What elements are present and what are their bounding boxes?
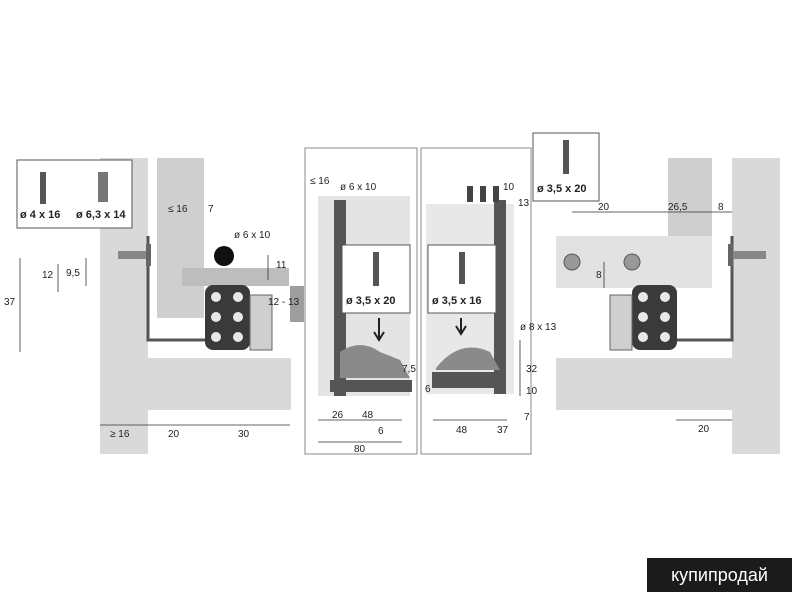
- lock-base-right: [432, 372, 502, 388]
- cabinet-wall-right: [732, 158, 780, 454]
- lock-clip-left: [340, 345, 410, 378]
- dim-20-right-top: 20: [598, 202, 610, 213]
- screw-box-left: [16, 159, 133, 229]
- drawer-bottom-left-lower: [290, 286, 304, 322]
- screw-label-center-right: ø 3,5 x 16: [432, 295, 482, 307]
- dim-48-a: 48: [362, 410, 374, 421]
- runner-profile-right: [609, 285, 677, 351]
- screw-icon-4x16: [40, 172, 46, 204]
- dim-6-b: 6: [425, 384, 431, 395]
- dowel-right-1: [563, 253, 581, 271]
- screw-icon-3-5x16: [459, 252, 465, 284]
- dim-20-right-bot: 20: [698, 424, 710, 435]
- dim-7: 7: [208, 204, 214, 215]
- screw-left-wall: [118, 244, 151, 266]
- shelf-band-right: [556, 358, 732, 410]
- dim-7-5: 7,5: [402, 364, 416, 375]
- dim-10-bot: 10: [526, 386, 538, 397]
- dim-6-a: 6: [378, 426, 384, 437]
- dowel-right-2: [623, 253, 641, 271]
- watermark-logo: купипродай: [647, 558, 792, 592]
- dim-le16-top: ≤ 16: [168, 204, 188, 215]
- dim-11: 11: [276, 260, 287, 271]
- screw-icon-3-5x20-b: [563, 140, 569, 174]
- dim-37-b: 37: [497, 425, 509, 436]
- drawer-bottom-left: [182, 268, 289, 286]
- dim-phi8x13: ø 8 x 13: [520, 322, 557, 333]
- dim-13: 13: [518, 198, 530, 209]
- dim-20-left: 20: [168, 429, 180, 440]
- dim-9-5: 9,5: [66, 268, 80, 279]
- dim-30: 30: [238, 429, 250, 440]
- dim-26-5: 26,5: [668, 202, 688, 213]
- screw-label-top-right: ø 3,5 x 20: [537, 183, 587, 195]
- screw-label-center-left: ø 3,5 x 20: [346, 295, 396, 307]
- dimension-lines: [19, 211, 732, 443]
- screw-icon-3-5x20-a: [373, 252, 379, 286]
- lock-base-left: [330, 380, 412, 392]
- cabinet-panel-left-inner: [157, 158, 204, 318]
- dim-48-b: 48: [456, 425, 468, 436]
- dowel-hole-left: [214, 246, 234, 266]
- arrow-down-right: [455, 318, 467, 336]
- dim-le16-panel: ≤ 16: [310, 176, 330, 187]
- screw-icon-6-3x14: [98, 172, 108, 202]
- dim-12: 12: [42, 270, 54, 281]
- runner-profile-left: [205, 285, 273, 351]
- dim-12-13: 12 - 13: [268, 297, 300, 308]
- runner-bracket-right: [670, 236, 734, 342]
- screw-label-4x16: ø 4 x 16: [20, 209, 60, 221]
- screws-top-right: [467, 186, 499, 202]
- shelf-band-left: [148, 358, 291, 410]
- dim-ge16: ≥ 16: [110, 429, 130, 440]
- arrow-down-left: [373, 318, 385, 342]
- dim-32: 32: [526, 364, 538, 375]
- dim-37: 37: [4, 297, 16, 308]
- dim-10-top: 10: [503, 182, 515, 193]
- dim-80: 80: [354, 444, 366, 455]
- screw-label-6-3x14: ø 6,3 x 14: [76, 209, 126, 221]
- dim-phi6x10-a: ø 6 x 10: [234, 230, 271, 241]
- runner-bracket-left: [146, 236, 210, 342]
- dim-phi6x10-b: ø 6 x 10: [340, 182, 377, 193]
- dim-26: 26: [332, 410, 344, 421]
- dim-7-b: 7: [524, 412, 530, 423]
- dim-8-side: 8: [596, 270, 602, 281]
- screw-right-wall: [728, 244, 766, 266]
- front-panel-right: [494, 200, 506, 394]
- lock-clip-right: [436, 347, 500, 370]
- dim-8-top: 8: [718, 202, 724, 213]
